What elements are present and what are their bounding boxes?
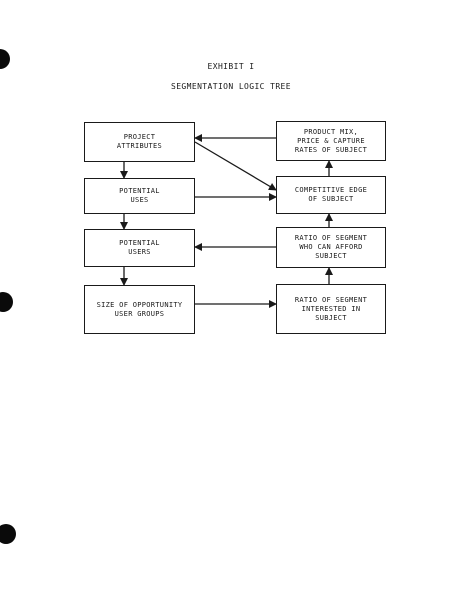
box-label: COMPETITIVE EDGE OF SUBJECT xyxy=(294,186,368,203)
box-potential-uses: POTENTIAL USES xyxy=(84,178,195,214)
box-size-of-opportunity-user-groups: SIZE OF OPPORTUNITY USER GROUPS xyxy=(84,285,195,334)
box-label: RATIO OF SEGMENT WHO CAN AFFORD SUBJECT xyxy=(294,234,368,260)
box-potential-users: POTENTIAL USERS xyxy=(84,229,195,267)
diagram-subtitle: SEGMENTATION LOGIC TREE xyxy=(171,82,291,91)
box-label: POTENTIAL USES xyxy=(119,187,160,204)
box-label: PROJECT ATTRIBUTES xyxy=(116,133,163,150)
exhibit-title: EXHIBIT I xyxy=(207,62,255,71)
binder-hole xyxy=(0,49,10,69)
box-label: RATIO OF SEGMENT INTERESTED IN SUBJECT xyxy=(294,295,368,322)
box-ratio-who-can-afford: RATIO OF SEGMENT WHO CAN AFFORD SUBJECT xyxy=(276,227,386,268)
box-label: SIZE OF OPPORTUNITY USER GROUPS xyxy=(96,300,183,318)
box-product-mix: PRODUCT MIX, PRICE & CAPTURE RATES OF SU… xyxy=(276,121,386,161)
binder-hole xyxy=(0,292,13,312)
box-label: POTENTIAL USERS xyxy=(119,239,160,256)
binder-hole xyxy=(0,524,16,544)
box-project-attributes: PROJECT ATTRIBUTES xyxy=(84,122,195,162)
box-label: PRODUCT MIX, PRICE & CAPTURE RATES OF SU… xyxy=(294,127,368,154)
box-ratio-interested: RATIO OF SEGMENT INTERESTED IN SUBJECT xyxy=(276,284,386,334)
box-competitive-edge: COMPETITIVE EDGE OF SUBJECT xyxy=(276,176,386,214)
arrow-project-attributes-to-competitive-edge xyxy=(194,141,277,191)
